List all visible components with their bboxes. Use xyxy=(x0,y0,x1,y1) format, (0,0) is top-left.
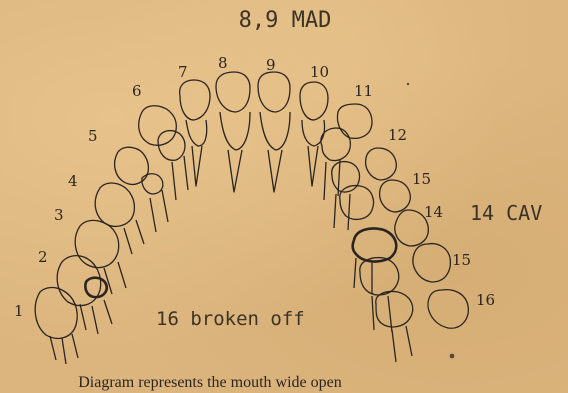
tooth-number-11: 11 xyxy=(354,82,373,100)
tooth-number-14: 14 xyxy=(424,203,443,221)
tooth-number-12: 12 xyxy=(388,126,407,144)
tooth-number-7: 7 xyxy=(178,63,188,81)
tooth-10-crown xyxy=(300,82,328,120)
left-tooth-numbers: 1 2 3 4 5 6 7 8 xyxy=(14,54,228,320)
tooth-1-crown xyxy=(35,288,77,339)
tooth-8-crown xyxy=(216,72,250,112)
tooth-13-cusp xyxy=(340,186,374,220)
tooth-11-crown xyxy=(338,104,373,138)
tooth-5-crown xyxy=(115,147,149,184)
header-note: 8,9 MAD xyxy=(239,8,332,33)
tooth-number-4: 4 xyxy=(68,172,78,190)
pencil-dot xyxy=(407,83,409,85)
tooth-8-body xyxy=(220,112,250,150)
tooth-16-crown xyxy=(428,290,468,329)
tooth-5-roots xyxy=(150,190,168,232)
tooth-4-crown xyxy=(95,183,134,226)
tooth-12-crown xyxy=(366,148,397,180)
tooth-4-roots xyxy=(124,220,144,254)
tooth-number-3: 3 xyxy=(54,206,64,224)
tooth-number-16: 16 xyxy=(476,291,495,309)
tooth-number-10: 10 xyxy=(310,63,329,81)
diagram-caption: Diagram represents the mouth wide open xyxy=(78,374,341,391)
tooth-5-detail xyxy=(142,174,163,194)
tooth-15-crown xyxy=(413,244,450,282)
tooth-number-1: 1 xyxy=(14,302,24,320)
tooth-10-root xyxy=(308,146,318,186)
tooth-number-9: 9 xyxy=(266,56,276,74)
tooth-14-cavity xyxy=(353,228,397,261)
tooth-6-roots xyxy=(172,156,188,200)
tooth-12-roots xyxy=(334,194,350,230)
tooth-7-root xyxy=(192,146,202,186)
tooth-8-root xyxy=(228,150,242,192)
tooth-13-crown xyxy=(380,180,411,212)
tooth-number-15: 15 xyxy=(452,251,471,269)
tooth-11-cusp xyxy=(321,128,350,161)
cavity-annotation: 14 CAV xyxy=(470,201,542,225)
tooth-number-6: 6 xyxy=(132,82,142,100)
tooth-3-crown xyxy=(75,220,118,267)
tooth-16-fragment xyxy=(376,292,413,327)
tooth-16-roots xyxy=(392,326,412,362)
tooth-9-crown xyxy=(258,72,290,112)
tooth-number-5: 5 xyxy=(88,127,98,145)
tooth-number-2: 2 xyxy=(38,248,48,266)
tooth-9-root xyxy=(268,150,282,192)
tooth-2-filling xyxy=(85,278,106,297)
tooth-9-body xyxy=(260,112,290,150)
tooth-number-13: 15 xyxy=(412,170,431,188)
tooth-15-cusp xyxy=(360,258,399,295)
broken-annotation: 16 broken off xyxy=(156,308,305,330)
pencil-dot xyxy=(450,354,455,359)
tooth-number-8: 8 xyxy=(218,54,228,72)
tooth-7-body xyxy=(186,120,207,146)
tooth-7-crown xyxy=(180,80,210,120)
tooth-6-cusp xyxy=(158,131,185,161)
